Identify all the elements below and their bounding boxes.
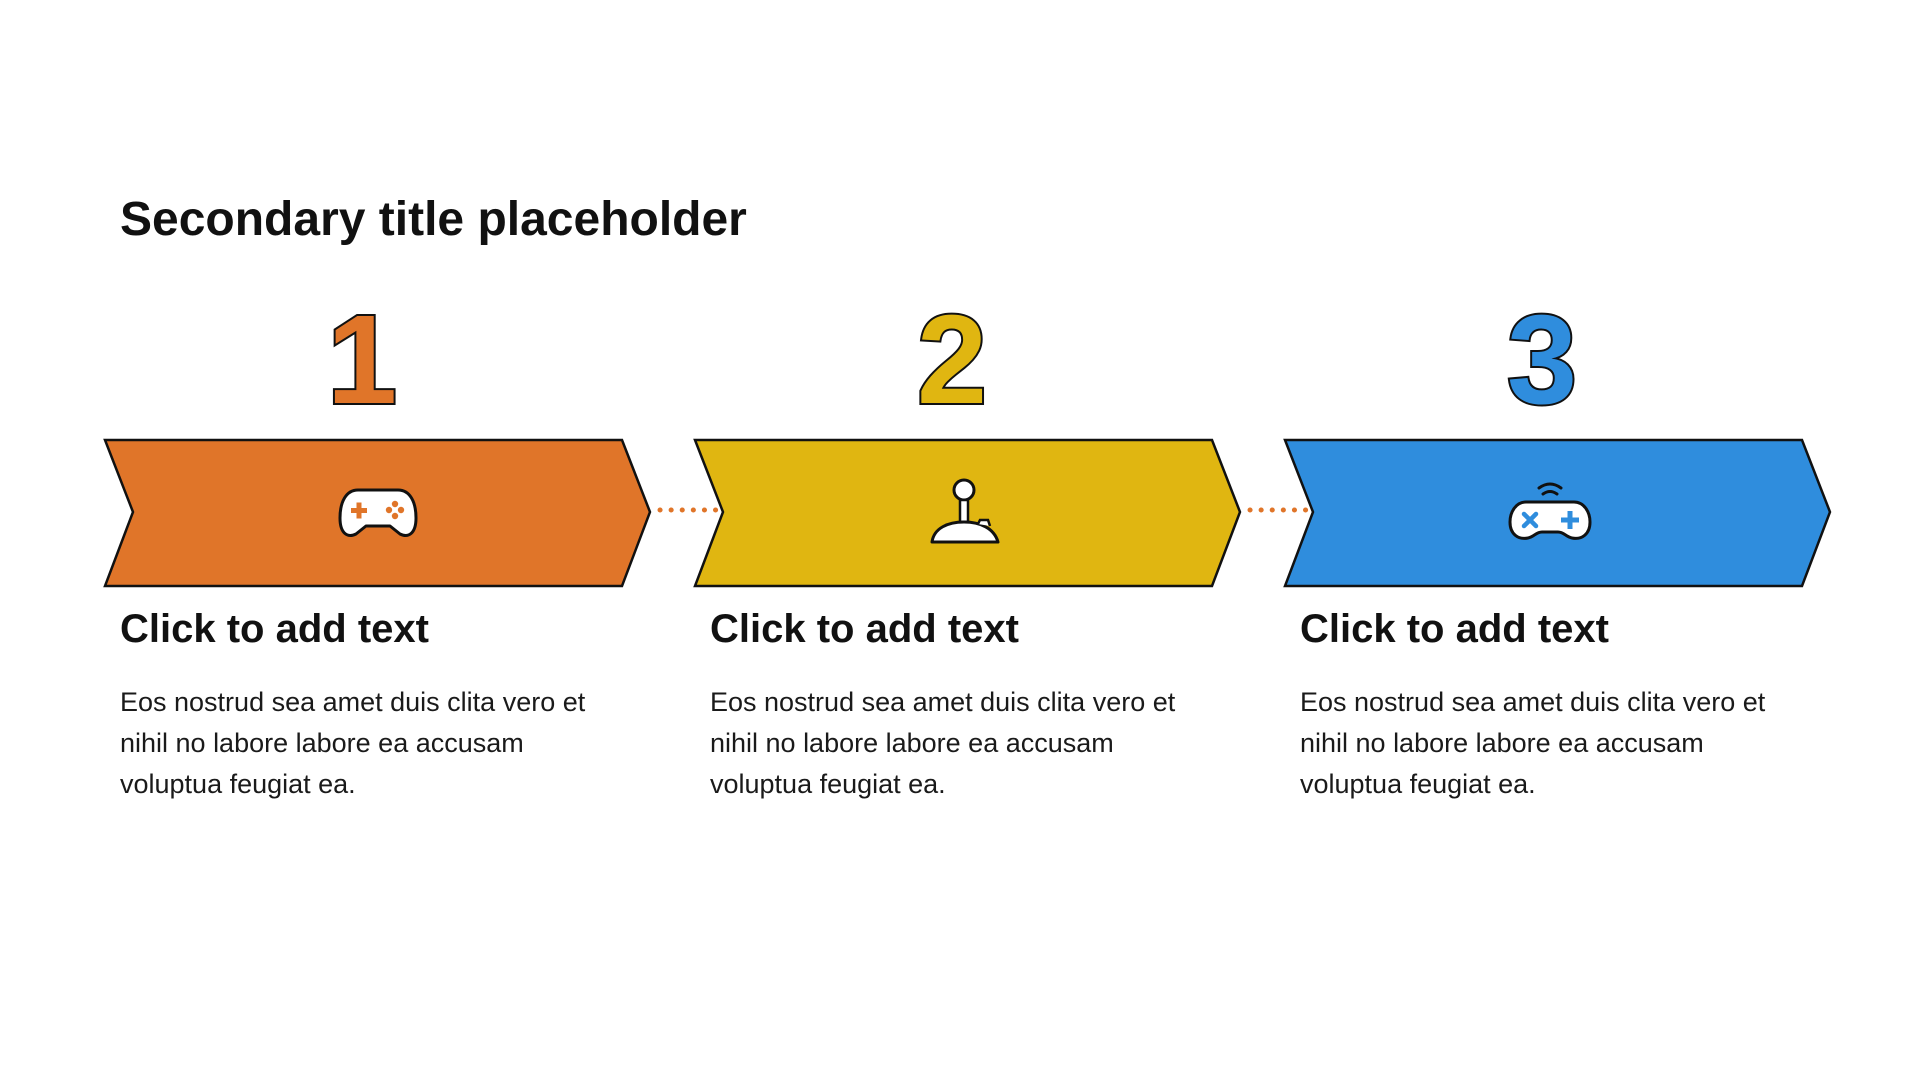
- wireless-gamepad-icon: [1508, 482, 1592, 540]
- joystick-icon: [930, 478, 1000, 544]
- step-number-2: 2: [915, 288, 989, 432]
- step-description-3[interactable]: Eos nostrud sea amet duis clita vero et …: [1300, 687, 1766, 799]
- step-description-1[interactable]: Eos nostrud sea amet duis clita vero et …: [120, 687, 586, 799]
- step-description-2[interactable]: Eos nostrud sea amet duis clita vero et …: [710, 687, 1176, 799]
- step-heading-3[interactable]: Click to add text: [1300, 607, 1609, 651]
- step-number-1: 1: [325, 288, 399, 432]
- slide-title[interactable]: Secondary title placeholder: [120, 193, 747, 246]
- step-heading-2[interactable]: Click to add text: [710, 607, 1019, 651]
- gamepad-icon: [338, 488, 418, 537]
- step-heading-1[interactable]: Click to add text: [120, 607, 429, 651]
- step-number-3: 3: [1505, 288, 1579, 432]
